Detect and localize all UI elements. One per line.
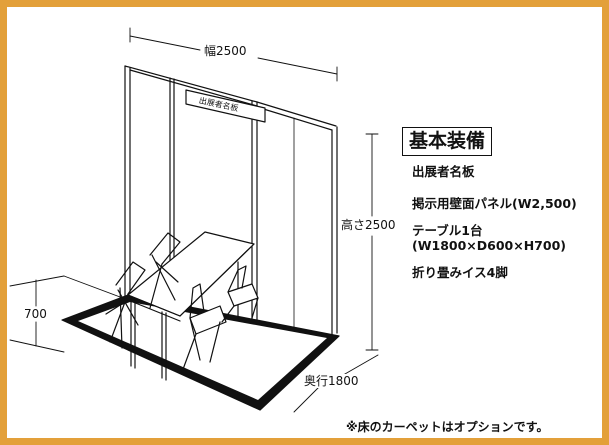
booth-floor-inner [78,302,327,400]
equipment-title: 基本装備 [402,127,493,156]
equipment-item-wall-panel: 掲示用壁面パネル(W2,500) [412,196,577,211]
table-apron-front [127,294,181,317]
equipment-item-table-size: (W1800×D600×H700) [412,238,566,253]
width-label: 幅2500 [202,44,249,58]
carpet-option-note: ※床のカーペットはオプションです。 [346,420,549,434]
left-wall-top-rail-b [129,69,258,107]
equipment-item-table: テーブル1台 [412,223,483,238]
height-label: 高さ2500 [339,218,398,232]
width-dimension-line [129,27,338,82]
table-apron-front-b [127,299,181,322]
table-height-dimension-line [9,275,129,353]
nameplate-board [185,89,266,123]
left-wall-top-rail-a [124,65,258,103]
table-apron-side [179,243,255,317]
equipment-item-chairs: 折り畳みイス4脚 [412,265,508,280]
table-height-label: 700 [22,307,49,321]
height-dimension-line [365,133,379,351]
depth-label: 奥行1800 [302,374,361,388]
chair-3 [181,283,227,373]
back-wall-top-rail-a [256,101,337,127]
chair-4 [221,265,259,323]
back-wall-top-rail-b [256,106,333,131]
chair-1 [149,232,181,309]
equipment-item-nameplate: 出展者名板 [412,164,475,179]
chair-2 [105,261,146,349]
